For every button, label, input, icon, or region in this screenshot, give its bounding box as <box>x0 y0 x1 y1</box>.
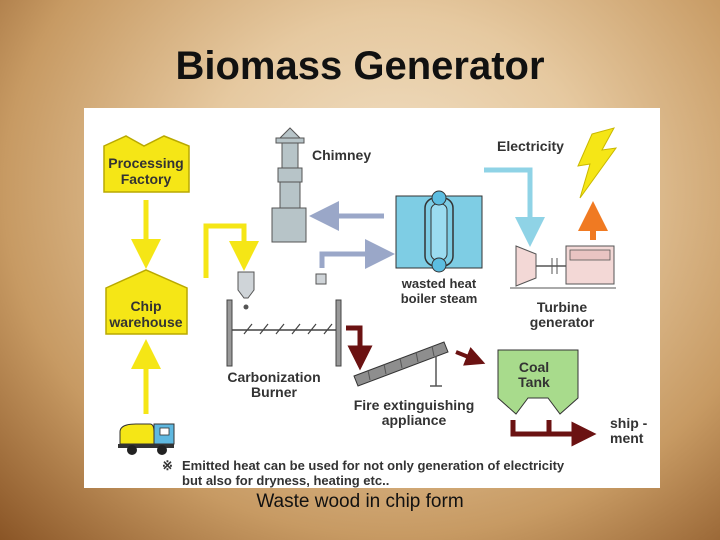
shipment-label-1: ship - <box>610 415 648 431</box>
note-line-1: Emitted heat can be used for not only ge… <box>182 458 565 473</box>
coal-tank-label-1: Coal <box>519 359 549 375</box>
chip-warehouse-label-1: Chip <box>130 298 161 314</box>
carbonization-label-1: Carbonization <box>227 369 320 385</box>
electricity-label: Electricity <box>497 138 564 154</box>
note-line-2: but also for dryness, heating etc.. <box>182 473 389 488</box>
fire-extinguishing-label-1: Fire extinguishing <box>354 397 475 413</box>
diagram-caption: Waste wood in chip form <box>256 491 464 512</box>
arrow-warehouse-to-burner <box>203 223 259 278</box>
fire-extinguishing-appliance: Fire extinguishing appliance <box>353 341 475 428</box>
chip-warehouse-label-2: warehouse <box>108 314 182 330</box>
truck-icon <box>118 423 175 455</box>
lightning-bolt-icon <box>577 127 618 199</box>
coal-tank: Coal Tank <box>497 349 579 415</box>
processing-factory-label-1: Processing <box>108 155 183 171</box>
fire-extinguishing-label-2: appliance <box>382 412 447 428</box>
coal-tank-label-2: Tank <box>518 374 550 390</box>
carbonization-label-2: Burner <box>251 384 297 400</box>
boiler: wasted heat boiler steam <box>395 190 483 306</box>
slide-title: Biomass Generator <box>175 44 545 88</box>
chimney: Chimney <box>271 127 371 243</box>
arrow-burner-to-conveyor <box>346 325 373 371</box>
note-mark: ※ <box>162 458 173 473</box>
arrow-steam-to-turbine <box>484 167 545 247</box>
processing-factory: Processing Factory <box>103 135 190 193</box>
steam-nozzle <box>315 273 327 285</box>
diagram-canvas: Processing Factory Chip warehouse <box>103 127 648 488</box>
hopper <box>237 271 255 310</box>
chimney-label: Chimney <box>312 147 371 163</box>
turbine-generator: Turbine generator <box>510 245 616 330</box>
turbine-label-2: generator <box>530 314 595 330</box>
wasted-heat-label-2: boiler steam <box>401 291 478 306</box>
wasted-heat-label-1: wasted heat <box>401 276 477 291</box>
arrow-to-coal-tank <box>455 347 486 366</box>
carbonization-burner: Carbonization Burner <box>226 299 342 400</box>
arrow-to-boiler <box>319 239 395 269</box>
turbine-label-1: Turbine <box>537 299 588 315</box>
arrow-shipment <box>510 420 597 447</box>
chip-warehouse: Chip warehouse <box>105 269 188 335</box>
shipment-label-2: ment <box>610 430 644 446</box>
biomass-diagram: Processing Factory Chip warehouse <box>84 108 660 488</box>
processing-factory-label-2: Factory <box>121 171 172 187</box>
